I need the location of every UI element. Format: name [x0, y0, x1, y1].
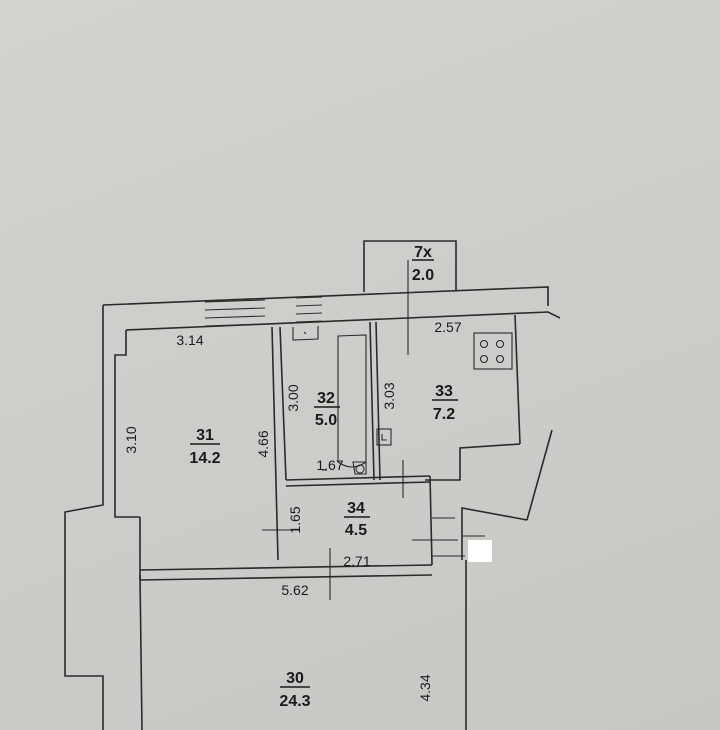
dimension-lines	[262, 260, 485, 600]
room-34-area: 4.5	[345, 522, 367, 539]
room-30-number: 30	[286, 670, 304, 687]
room-30-label: 30 24.3	[279, 670, 310, 710]
room-32-label: 32 5.0	[314, 390, 340, 429]
dim-2-71: 2.71	[343, 553, 370, 569]
kitchen-sink	[376, 428, 392, 446]
dim-1-65: 1.65	[287, 506, 303, 533]
room-7x-label: 7x 2.0	[412, 244, 434, 284]
room-32-number: 32	[317, 390, 335, 407]
room-7x-area: 2.0	[412, 267, 434, 284]
dim-3-14: 3.14	[176, 332, 203, 348]
room-33-number: 33	[435, 383, 453, 400]
room-33-area: 7.2	[433, 406, 455, 423]
dim-4-34: 4.34	[417, 674, 433, 701]
window-right	[295, 296, 323, 323]
white-patch	[468, 540, 492, 562]
outer-walls	[64, 286, 561, 730]
sink-32	[292, 326, 319, 341]
room-31-number: 31	[196, 427, 214, 444]
room-7x-number: 7x	[414, 244, 432, 261]
room-34-label: 34 4.5	[344, 500, 370, 539]
stove	[473, 332, 513, 370]
room-34-number: 34	[347, 500, 365, 517]
interior-walls	[139, 321, 433, 730]
toilet	[352, 461, 367, 475]
room-7x-outline	[363, 240, 457, 292]
dim-3-03: 3.03	[381, 382, 397, 409]
dim-1-67: 1.67	[316, 457, 343, 473]
dimension-labels: 3.14 3.10 4.66 3.00 3.03 2.57 1.67 1.65 …	[123, 319, 462, 702]
window-left	[204, 299, 266, 327]
room-32-area: 5.0	[315, 412, 337, 429]
dim-5-62: 5.62	[281, 582, 308, 598]
room-31-area: 14.2	[189, 450, 220, 467]
room-31-label: 31 14.2	[189, 427, 220, 467]
dim-3-10: 3.10	[123, 426, 139, 453]
room-33-label: 33 7.2	[432, 383, 458, 423]
bathtub	[337, 334, 367, 468]
dim-4-66: 4.66	[255, 430, 271, 457]
dim-3-00: 3.00	[285, 384, 301, 411]
dim-2-57: 2.57	[434, 319, 461, 335]
room-30-area: 24.3	[279, 693, 310, 710]
